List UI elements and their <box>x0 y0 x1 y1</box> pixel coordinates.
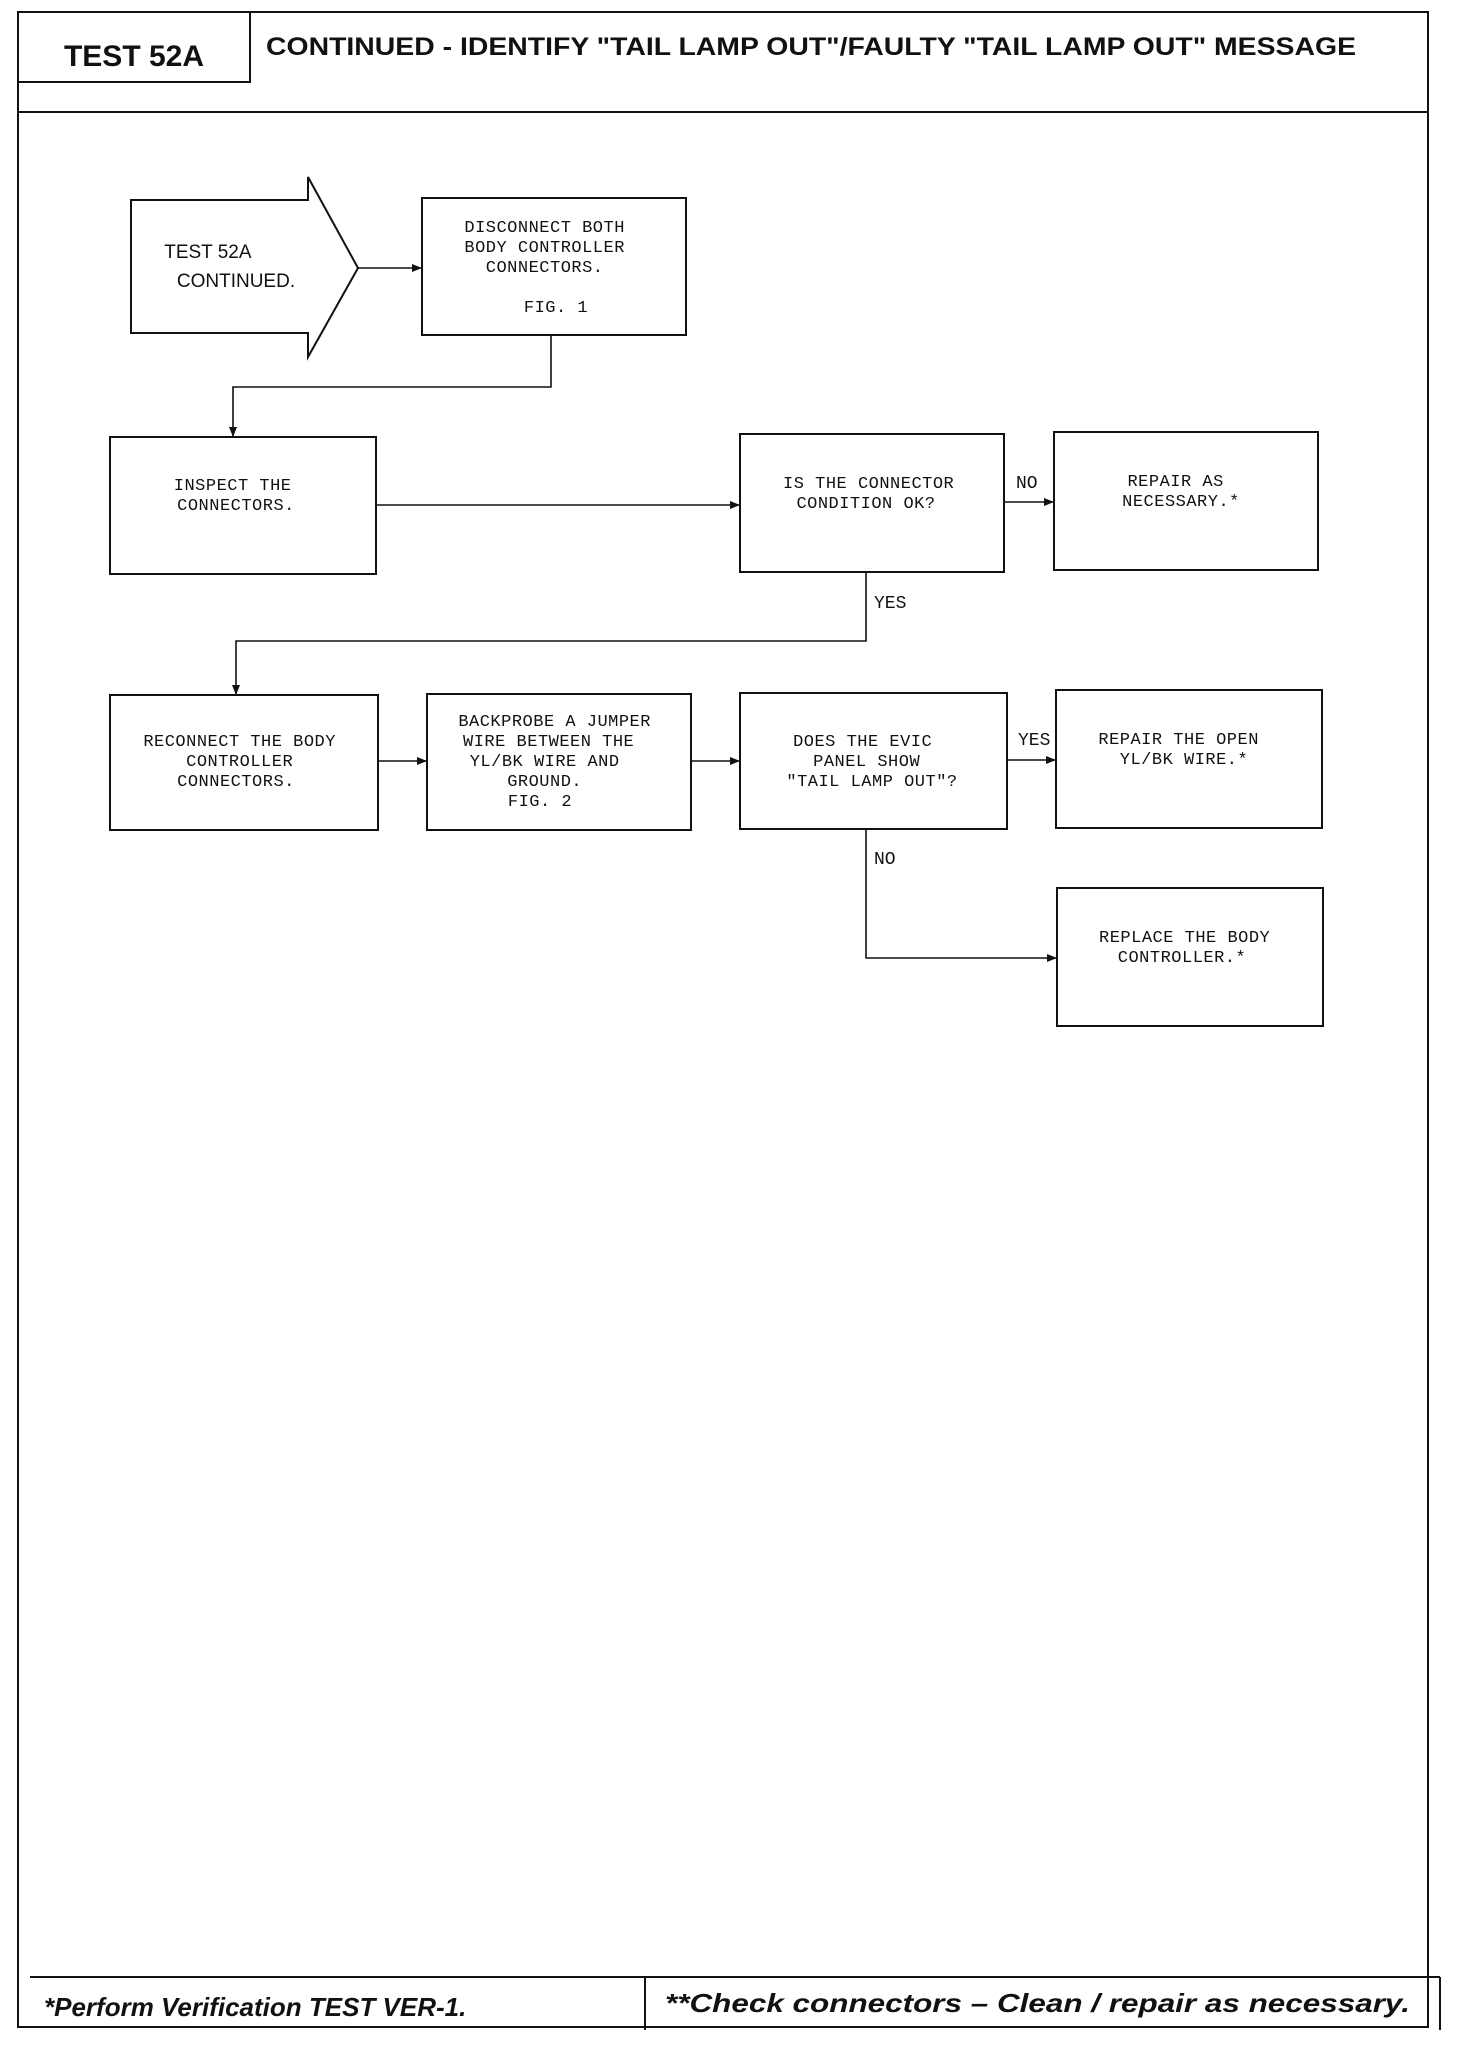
condition-question-text: IS THE CONNECTOR CONDITION OK? <box>783 475 965 514</box>
footer-right: **Check connectors – Clean / repair as n… <box>665 1988 1410 2018</box>
repair-necessary-line: NECESSARY.* <box>1122 493 1240 512</box>
reconnect-line: CONNECTORS. <box>177 773 295 792</box>
test-id-box <box>17 11 251 83</box>
page-frame <box>17 11 1429 2028</box>
repair-necessary-box <box>1053 431 1319 571</box>
disconnect-line: BODY CONTROLLER <box>464 239 625 258</box>
start-text: TEST 52A CONTINUED. <box>164 242 295 292</box>
disconnect-line: CONNECTORS. <box>486 259 604 278</box>
disconnect-text: DISCONNECT BOTH BODY CONTROLLER CONNECTO… <box>464 219 635 318</box>
repair-open-line: YL/BK WIRE.* <box>1120 751 1248 770</box>
disconnect-line: FIG. 1 <box>524 299 588 318</box>
reconnect-line: CONTROLLER <box>186 753 293 772</box>
backprobe-line: YL/BK WIRE AND <box>470 753 620 772</box>
evic-question-line: PANEL SHOW <box>813 753 920 772</box>
evic-question-line: DOES THE EVIC <box>793 733 932 752</box>
evic-question-box <box>739 692 1008 830</box>
footer-left: *Perform Verification TEST VER-1. <box>44 1992 466 2022</box>
replace-text: REPLACE THE BODY CONTROLLER.* <box>1099 929 1281 968</box>
backprobe-line: GROUND. <box>507 773 582 792</box>
start-line: TEST 52A <box>164 242 252 263</box>
condition-question-line: CONDITION OK? <box>796 495 935 514</box>
repair-open-line: REPAIR THE OPEN <box>1098 731 1259 750</box>
condition-question-box <box>739 433 1005 573</box>
reconnect-text: RECONNECT THE BODY CONTROLLER CONNECTORS… <box>143 733 346 792</box>
start-arrow-shape <box>130 176 360 361</box>
connector-condition-yes <box>232 573 867 695</box>
backprobe-line: BACKPROBE A JUMPER <box>458 713 651 732</box>
connector-disconnect-to-inspect <box>229 336 552 437</box>
replace-line: CONTROLLER.* <box>1118 949 1246 968</box>
replace-line: REPLACE THE BODY <box>1099 929 1270 948</box>
label-no-condition: NO <box>1016 474 1038 494</box>
reconnect-line: RECONNECT THE BODY <box>143 733 336 752</box>
replace-box <box>1056 887 1324 1027</box>
page-title: CONTINUED - IDENTIFY "TAIL LAMP OUT"/FAU… <box>266 33 1356 61</box>
disconnect-line: DISCONNECT BOTH <box>464 219 625 238</box>
disconnect-box <box>421 197 687 336</box>
repair-necessary-line: REPAIR AS <box>1127 473 1223 492</box>
inspect-line: INSPECT THE <box>174 477 292 496</box>
inspect-box <box>109 436 377 575</box>
backprobe-line: FIG. 2 <box>508 793 572 812</box>
label-yes-evic: YES <box>1018 731 1050 751</box>
inspect-text: INSPECT THE CONNECTORS. <box>174 477 302 516</box>
backprobe-text: BACKPROBE A JUMPER WIRE BETWEEN THE YL/B… <box>458 713 661 812</box>
start-line: CONTINUED. <box>177 271 295 292</box>
repair-open-text: REPAIR THE OPEN YL/BK WIRE.* <box>1098 731 1269 770</box>
label-yes-condition: YES <box>874 594 906 614</box>
inspect-line: CONNECTORS. <box>177 497 295 516</box>
evic-question-text: DOES THE EVIC PANEL SHOW "TAIL LAMP OUT"… <box>786 733 957 792</box>
backprobe-line: WIRE BETWEEN THE <box>463 733 634 752</box>
backprobe-box <box>426 693 692 831</box>
reconnect-box <box>109 694 379 831</box>
connector-evic-no <box>865 830 1057 962</box>
label-no-evic: NO <box>874 850 896 870</box>
repair-necessary-text: REPAIR AS NECESSARY.* <box>1122 473 1240 512</box>
condition-question-line: IS THE CONNECTOR <box>783 475 954 494</box>
evic-question-line: "TAIL LAMP OUT"? <box>786 773 957 792</box>
test-id: TEST 52A <box>64 40 204 73</box>
repair-open-box <box>1055 689 1323 829</box>
